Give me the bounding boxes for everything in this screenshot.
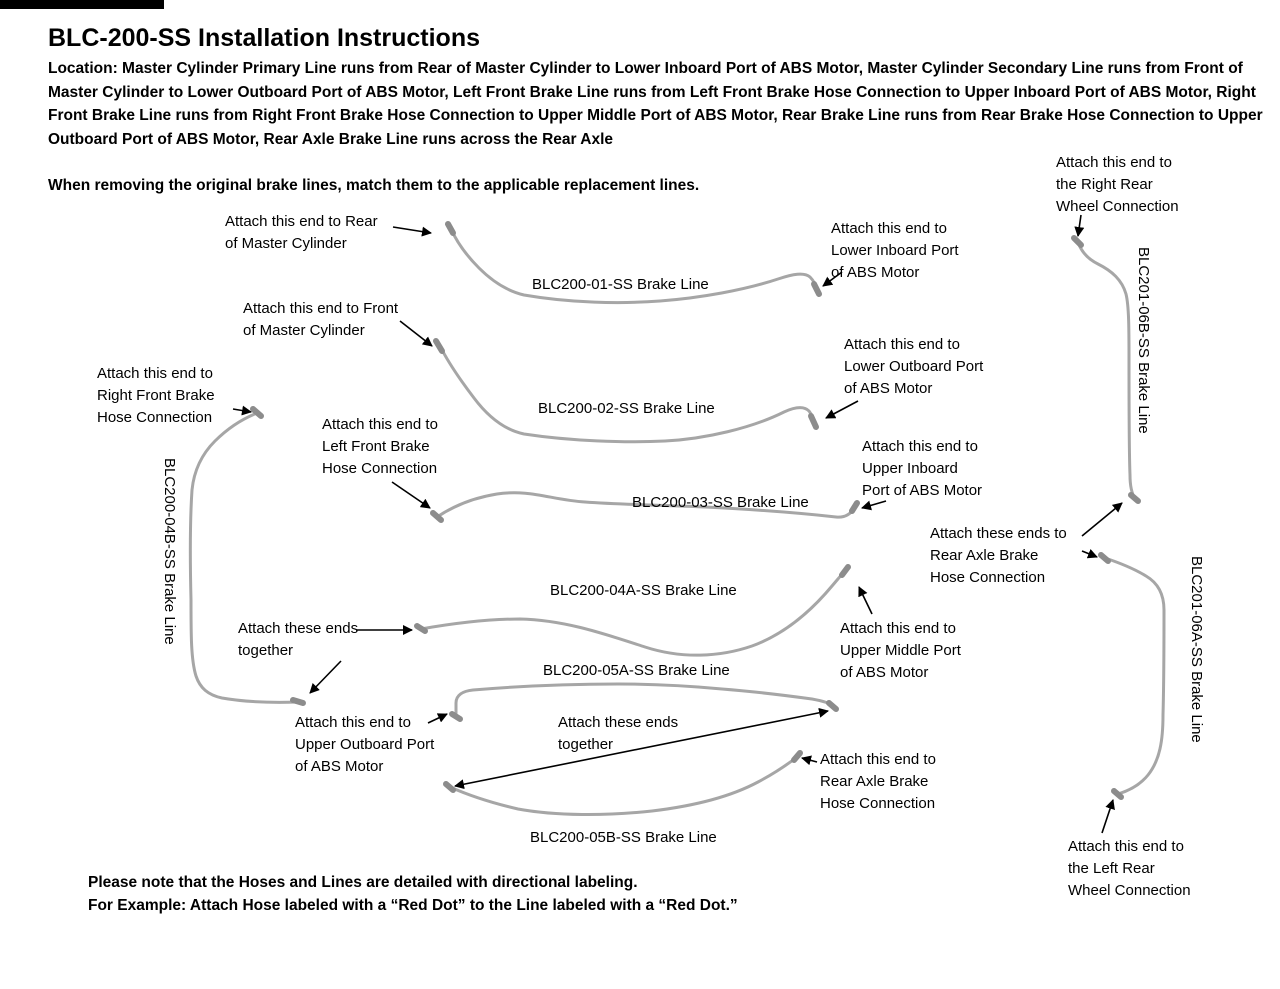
arrow-upper-middle xyxy=(858,586,873,615)
fitting-04a-end xyxy=(839,564,851,578)
arrow-rear-axle-ends-to-06a xyxy=(1081,549,1098,559)
arrow-ends-together-right-double xyxy=(454,707,829,790)
label-blc201-06b-ss: BLC201-06B-SS Brake Line xyxy=(1135,247,1152,434)
fitting-01-start xyxy=(445,221,456,236)
fitting-03-end xyxy=(849,500,860,514)
brake-line-04a-path xyxy=(420,569,847,657)
arrow-right-front-hose xyxy=(232,405,252,416)
arrow-rear-axle-hose xyxy=(801,755,818,766)
brake-line-05b-path xyxy=(449,755,798,817)
footer-note-line1: Please note that the Hoses and Lines are… xyxy=(88,874,638,891)
arrow-lower-inboard xyxy=(822,271,843,287)
fitting-02-end xyxy=(808,413,819,430)
annotation-left-front-brake-hose: Attach this end to Left Front Brake Hose… xyxy=(322,416,438,477)
label-blc200-04a-ss: BLC200-04A-SS Brake Line xyxy=(550,582,737,599)
label-blc200-04b-ss: BLC200-04B-SS Brake Line xyxy=(161,458,178,645)
annotation-ends-together-right: Attach these ends together xyxy=(558,714,679,753)
fitting-02-start xyxy=(433,338,445,354)
location-paragraph: Location: Master Cylinder Primary Line r… xyxy=(48,60,1263,148)
scan-artifact-bar xyxy=(0,0,164,9)
fitting-06b-start xyxy=(1071,235,1084,248)
arrow-left-rear-wheel xyxy=(1101,799,1115,834)
brake-line-01-path xyxy=(449,228,819,305)
annotation-right-rear-wheel: Attach this end to the Right Rear Wheel … xyxy=(1056,154,1179,215)
brake-line-tubes xyxy=(188,228,1166,817)
arrow-left-front-hose xyxy=(391,481,431,509)
fitting-06b-end xyxy=(1128,492,1141,504)
fitting-03-start xyxy=(430,510,444,523)
brake-line-04b-path xyxy=(188,411,299,704)
footer-note-line2: For Example: Attach Hose labeled with a … xyxy=(88,897,738,914)
label-blc200-05a-ss: BLC200-05A-SS Brake Line xyxy=(543,662,730,679)
arrow-upper-outboard xyxy=(427,713,448,724)
annotation-left-rear-wheel: Attach this end to the Left Rear Wheel C… xyxy=(1068,838,1191,899)
label-blc200-01-ss: BLC200-01-SS Brake Line xyxy=(532,276,709,293)
arrow-right-rear-wheel xyxy=(1074,214,1085,237)
fitting-01-end xyxy=(811,281,822,297)
label-blc201-06a-ss: BLC201-06A-SS Brake Line xyxy=(1188,556,1205,743)
brake-line-fittings xyxy=(250,221,1141,800)
annotation-upper-inboard-port: Attach this end to Upper Inboard Port of… xyxy=(862,438,983,499)
annotation-lower-outboard-port: Attach this end to Lower Outboard Port o… xyxy=(844,336,984,397)
fitting-04a-start xyxy=(414,623,428,634)
arrow-upper-inboard xyxy=(861,500,887,511)
fitting-05a-start xyxy=(449,711,463,722)
brake-line-05a-path xyxy=(454,682,835,717)
annotation-upper-outboard-port: Attach this end to Upper Outboard Port o… xyxy=(295,714,435,775)
arrow-lower-outboard xyxy=(825,400,859,419)
annotation-upper-middle-port: Attach this end to Upper Middle Port of … xyxy=(840,620,961,681)
intro-note: When removing the original brake lines, … xyxy=(48,177,700,194)
brake-line-03-path xyxy=(436,491,857,519)
label-blc200-02-ss: BLC200-02-SS Brake Line xyxy=(538,400,715,417)
page-title: BLC-200-SS Installation Instructions xyxy=(48,24,481,52)
annotation-lower-inboard-port: Attach this end to Lower Inboard Port of… xyxy=(831,220,959,281)
fitting-05b-end xyxy=(791,750,803,763)
label-blc200-05b-ss: BLC200-05B-SS Brake Line xyxy=(530,829,717,846)
fitting-06a-end xyxy=(1111,788,1124,800)
brake-line-02-path xyxy=(438,345,817,444)
fitting-05a-end xyxy=(826,700,839,712)
arrow-front-master xyxy=(399,320,433,347)
brake-line-06b-path xyxy=(1076,241,1137,500)
brake-line-06a-path xyxy=(1104,556,1166,796)
annotation-right-front-brake-hose: Attach this end to Right Front Brake Hos… xyxy=(97,365,215,426)
arrow-rear-axle-ends-to-06b xyxy=(1081,502,1123,537)
annotation-rear-axle-brake-hose: Attach this end to Rear Axle Brake Hose … xyxy=(820,751,936,812)
fitting-06a-start xyxy=(1098,552,1111,564)
label-blc200-03-ss: BLC200-03-SS Brake Line xyxy=(632,494,809,511)
arrow-ends-together-left-to-04b xyxy=(309,660,342,694)
annotation-rear-of-master-cylinder: Attach this end to Rear of Master Cylind… xyxy=(225,213,378,252)
fitting-04b-end xyxy=(290,697,306,706)
annotation-arrows xyxy=(232,214,1123,834)
fitting-04b-start xyxy=(250,406,264,419)
arrow-rear-master xyxy=(392,226,432,237)
annotation-ends-together-left: Attach these ends together xyxy=(238,620,359,659)
annotation-front-of-master-cylinder: Attach this end to Front of Master Cylin… xyxy=(243,300,399,339)
annotation-rear-axle-brake-hose-ends: Attach these ends to Rear Axle Brake Hos… xyxy=(930,525,1067,586)
fitting-05b-start xyxy=(443,781,456,793)
